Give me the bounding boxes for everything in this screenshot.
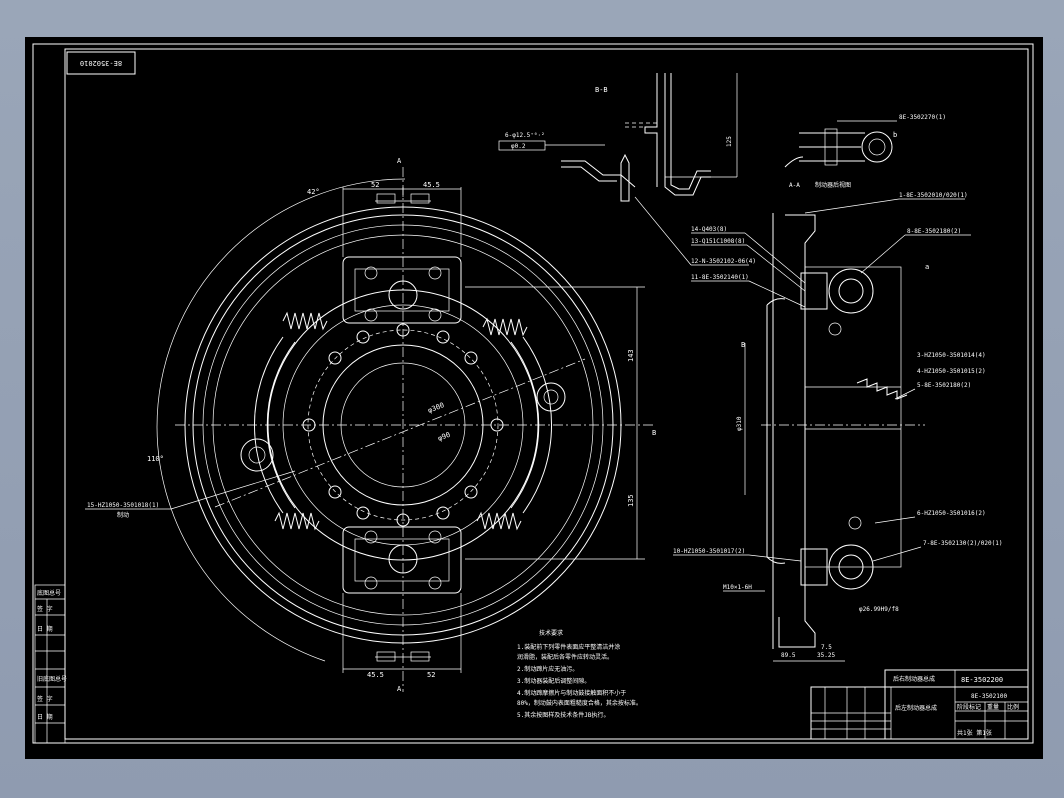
callout-14: 14-Q403(8)	[691, 226, 727, 233]
tech-title: 技术要求	[539, 629, 563, 637]
tech-line-4: 4.制动蹄摩擦片与制动鼓接触面积不小于	[517, 689, 626, 697]
title-scale-1: 重量	[987, 703, 999, 711]
callout-8: 8-8E-3502180(2)	[907, 228, 961, 235]
title-name: 后左制动器总成	[895, 704, 937, 712]
callout-10: 10-HZ1050-3501017(2)	[673, 548, 745, 555]
tol-upper: 6-φ12.5⁺⁰·²	[505, 132, 545, 139]
dim-bot-right: 52	[427, 671, 435, 679]
tech-line-1: 润滑脂，装配后各零件应转动灵活。	[517, 653, 613, 661]
drawing-number-stamp: 8E-3502010	[80, 59, 122, 67]
callout-15: 15-HZ1050-3501018(1)	[87, 502, 159, 509]
callout-11: 11-8E-3502140(1)	[691, 274, 749, 281]
callouts: 1-8E-3502010/020(1) 14-Q403(8) 13-Q151C1…	[634, 192, 1002, 613]
section-mark-bottom: A	[397, 685, 402, 693]
inner-frame	[64, 48, 1029, 740]
dim-inner: φ90	[437, 431, 452, 443]
title-sheet: 共1张 第1张	[957, 729, 992, 737]
detail-aa: A-A	[789, 182, 800, 189]
dim-bottom-3: 35.25	[817, 652, 835, 659]
tech-line-5: 80%，制动鼓内表面粗糙度合格，其余按标准。	[517, 699, 642, 707]
callout-8e3502270: 8E-3502270(1)	[899, 114, 946, 121]
title-block: 后右制动器总成 8E-3502200 8E-3502100 后左制动器总成 阶段…	[810, 669, 1029, 740]
dim-right-upper: 143	[627, 349, 635, 362]
callout-4: 4-HZ1050-3501015(2)	[917, 368, 986, 375]
callout-12: 12-N-3502102-06(4)	[691, 258, 756, 265]
title-part-no: 8E-3502100	[971, 693, 1008, 700]
section-bb-label: B-B	[595, 86, 608, 94]
tech-requirements: 技术要求 1.装配前下列零件表面应平整清洁并涂 润滑脂，装配后各零件应转动灵活。…	[517, 629, 642, 719]
section-mark-top: A	[397, 157, 402, 165]
dim-vertical: φ310	[736, 416, 743, 431]
dim-bottom-1: 89.5	[781, 652, 796, 659]
title-scale-0: 阶段标记	[957, 703, 981, 711]
section-mark-right: B	[652, 429, 656, 437]
dim-bot-left: 45.5	[367, 671, 384, 679]
label-b: b	[893, 131, 897, 139]
outer-frame	[32, 43, 1034, 744]
spring-lower-left	[274, 511, 320, 531]
bolt-holes	[302, 323, 504, 527]
spring-upper-right	[482, 317, 528, 337]
tech-line-2: 2.制动蹄片应无油污。	[517, 665, 578, 673]
drawing-canvas: 8E-3502010 底图总号 签 字 日 期 旧底图总号 签 字 日 期	[32, 43, 1034, 744]
tol-position: φ0.2	[511, 143, 526, 150]
callout-6: 6-HZ1050-3501016(2)	[917, 510, 986, 517]
tech-line-6: 5.其余按图样及技术条件JB执行。	[517, 711, 609, 719]
detail-view: b A-A 制动器后视图 8E-3502270(1)	[784, 114, 946, 189]
spring-lower-right	[476, 511, 522, 531]
section-aa-view: φ310 B 89.5 7.5 35.25 a	[736, 213, 929, 662]
section-height-dim: 125	[726, 136, 733, 147]
side-row-0: 底图总号	[37, 589, 61, 597]
callout-5: 5-8E-3502180(2)	[917, 382, 971, 389]
callout-fit: φ26.99H9/f8	[859, 606, 899, 613]
dim-top-right: 45.5	[423, 181, 440, 189]
side-row-3: 旧底图总号	[37, 675, 67, 683]
brake-assembly-front-view: 52 45.5 45.5 52 143 135 42° 110° φ300 φ9…	[85, 157, 656, 693]
label-a: a	[925, 263, 929, 271]
title-drawing-no: 8E-3502200	[961, 676, 1003, 684]
title-scale-2: 比例	[1007, 703, 1019, 711]
callout-1: 1-8E-3502010/020(1)	[899, 192, 968, 199]
side-block: 底图总号 签 字 日 期 旧底图总号 签 字 日 期	[34, 584, 67, 744]
dim-top-left: 52	[371, 181, 379, 189]
dim-bottom-2: 7.5	[821, 644, 832, 651]
side-row-1: 签 字	[37, 605, 53, 613]
side-row-2: 日 期	[37, 625, 53, 633]
angle-top: 42°	[307, 188, 320, 196]
section-bb-view: B-B 125 6-φ12.5⁺⁰·² φ0.2	[498, 73, 738, 202]
detail-note: 制动器后视图	[815, 181, 851, 189]
callout-3: 3-HZ1050-3501014(4)	[917, 352, 986, 359]
side-row-5: 日 期	[37, 713, 53, 721]
tech-line-0: 1.装配前下列零件表面应平整清洁并涂	[517, 643, 620, 651]
dim-right-lower: 135	[627, 494, 635, 507]
tech-line-3: 3.制动器装配后调整间隙。	[517, 677, 590, 685]
spring-upper-left	[282, 311, 328, 331]
callout-7: 7-8E-3502130(2)/020(1)	[923, 540, 1002, 547]
title-top-cell: 后右制动器总成	[893, 675, 935, 683]
side-row-4: 签 字	[37, 695, 53, 703]
dim-bolt-circle: φ300	[427, 401, 446, 415]
drawing-number-stamp-box	[66, 51, 136, 75]
callout-15-sub: 制动	[117, 511, 129, 519]
lower-wheel-cylinder	[342, 526, 462, 594]
dim-center-b: B	[741, 341, 745, 349]
callout-m10: M10×1-6H	[723, 584, 752, 591]
cad-drawing-viewport[interactable]: 8E-3502010 底图总号 签 字 日 期 旧底图总号 签 字 日 期	[25, 37, 1043, 759]
angle-left: 110°	[147, 455, 164, 463]
callout-13: 13-Q151C1008(8)	[691, 238, 745, 245]
upper-wheel-cylinder	[342, 256, 462, 324]
